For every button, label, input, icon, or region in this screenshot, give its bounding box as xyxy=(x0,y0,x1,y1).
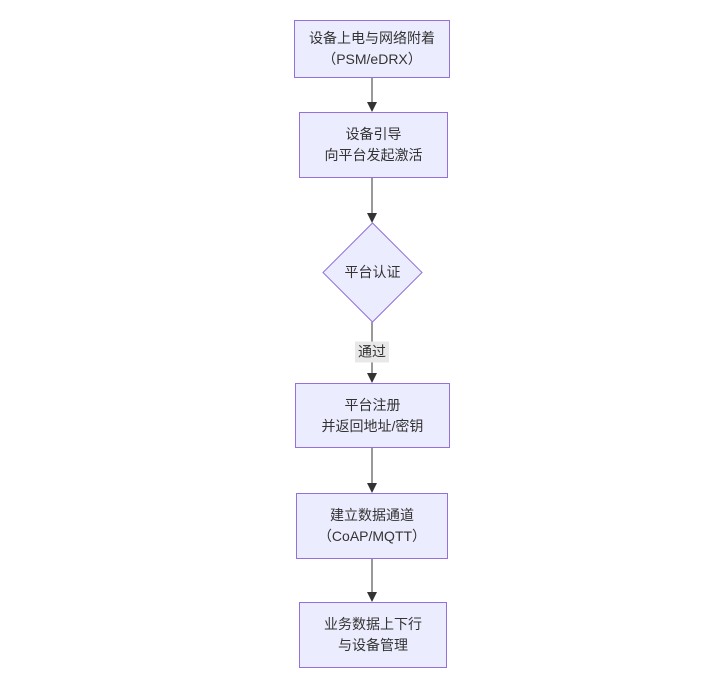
flow-node-platform-register: 平台注册 并返回地址/密钥 xyxy=(295,383,450,448)
edge-label-pass: 通过 xyxy=(355,341,389,363)
node-text-line: （PSM/eDRX） xyxy=(322,51,422,67)
node-text-line: 平台注册 xyxy=(344,396,401,413)
decision-label: 平台认证 xyxy=(344,264,401,280)
flow-node-power-network-attach: 设备上电与网络附着 （PSM/eDRX） xyxy=(294,20,450,78)
node-text-line: 向平台发起激活 xyxy=(324,147,423,163)
node-text-line: 并返回地址/密钥 xyxy=(321,417,424,434)
flow-node-business-data: 业务数据上下行 与设备管理 xyxy=(299,602,447,668)
node-text-line: 设备上电与网络附着 xyxy=(309,30,435,46)
node-text-line: （CoAP/MQTT） xyxy=(317,528,427,544)
node-text-line: 业务数据上下行 xyxy=(324,616,422,632)
node-text-line: 与设备管理 xyxy=(338,637,408,653)
node-text-line: 设备引导 xyxy=(345,126,402,142)
flow-node-data-channel: 建立数据通道 （CoAP/MQTT） xyxy=(296,493,448,559)
flow-node-device-bootstrap: 设备引导 向平台发起激活 xyxy=(299,112,448,178)
node-text-line: 建立数据通道 xyxy=(330,507,414,523)
